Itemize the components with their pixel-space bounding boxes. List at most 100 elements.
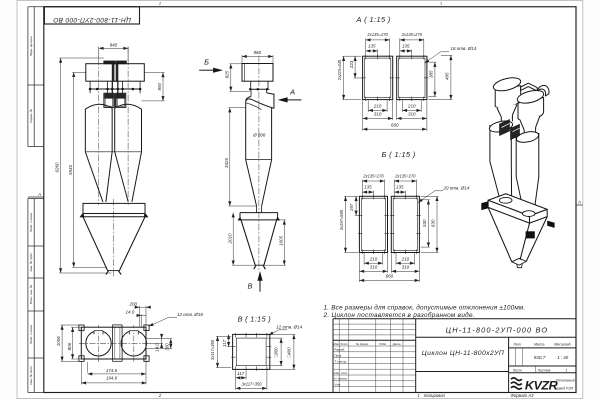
svg-text:Справ. №: Справ. № [29,108,33,123]
svg-text:А: А [289,87,295,96]
svg-text:1. Все размеры для справок, до: 1. Все размеры для справок, допустимые о… [324,304,526,312]
svg-text:Ø 808: Ø 808 [252,133,266,138]
svg-text:135: 135 [402,44,410,49]
svg-text:197: 197 [349,203,354,211]
svg-text:630: 630 [431,219,436,227]
svg-text:ЦН-11-800-2УП-000 ВО: ЦН-11-800-2УП-000 ВО [53,16,131,23]
svg-text:□300: □300 [274,347,279,358]
svg-text:3х117=350: 3х117=350 [210,339,215,360]
svg-text:310: 310 [402,265,410,270]
svg-text:6260: 6260 [55,162,60,173]
svg-text:А: А [37,192,41,197]
svg-text:3425: 3425 [224,157,229,168]
svg-text:310: 310 [370,265,378,270]
svg-text:530: 530 [422,219,427,227]
svg-text:2х135=270: 2х135=270 [366,32,388,37]
svg-text:Инв. № дубл.: Инв. № дубл. [29,252,33,271]
svg-text:Копировал: Копировал [424,393,445,398]
svg-text:Масштаб: Масштаб [554,342,571,346]
svg-text:3х197=590: 3х197=590 [339,209,344,230]
svg-text:Лист: Лист [339,342,348,346]
svg-text:135: 135 [368,44,376,49]
svg-text:210: 210 [373,104,382,109]
svg-text:660: 660 [386,274,394,279]
svg-text:310: 310 [408,112,416,117]
svg-text:Изм: Изм [334,342,339,346]
svg-text:960: 960 [254,50,262,55]
svg-text:2: 2 [158,393,162,398]
svg-text:Подп.: Подп. [379,342,387,346]
svg-text:16 отв. Ø14: 16 отв. Ø14 [451,46,477,51]
svg-text:14.0: 14.0 [126,310,135,315]
svg-text:117: 117 [222,339,227,347]
svg-text:А: А [577,200,581,205]
svg-text:□400: □400 [286,347,291,358]
svg-text:1 : 40: 1 : 40 [557,355,569,360]
svg-text:Б ( 1:15 ): Б ( 1:15 ) [382,150,416,159]
svg-text:Подп. и дата: Подп. и дата [29,325,33,345]
svg-text:940: 940 [110,42,118,47]
svg-text:210: 210 [369,256,378,261]
svg-text:2х135=270: 2х135=270 [362,173,384,178]
svg-text:825: 825 [225,70,230,78]
svg-text:14.0: 14.0 [155,343,160,352]
svg-text:1605: 1605 [278,235,283,246]
svg-text:завод РЭП: завод РЭП [555,386,573,390]
svg-text:Подп. и дата: Подп. и дата [29,213,33,233]
svg-text:135: 135 [396,185,404,190]
svg-text:2х135=270: 2х135=270 [401,32,423,37]
svg-text:300: 300 [165,343,170,351]
svg-text:1006: 1006 [56,336,61,347]
svg-text:806: 806 [67,342,72,350]
svg-text:12 отв. Ø14: 12 отв. Ø14 [276,324,302,329]
svg-text:№ докум.: № докум. [356,342,369,346]
svg-text:2010: 2010 [227,233,232,245]
svg-text:174.6: 174.6 [106,368,118,373]
svg-text:850: 850 [157,82,162,90]
svg-text:1: 1 [440,2,442,6]
svg-text:Утв.: Утв. [334,383,341,387]
svg-text:Н. контр.: Н. контр. [334,377,348,381]
svg-text:1: 1 [566,368,568,372]
svg-text:Циклон ЦН-11-800х2УП: Циклон ЦН-11-800х2УП [422,350,504,357]
svg-text:ЦН-11-800-2УП-000 ВО: ЦН-11-800-2УП-000 ВО [446,325,549,334]
svg-text:2: 2 [158,2,162,6]
svg-text:660: 660 [391,122,399,127]
svg-text:Масса: Масса [534,342,544,346]
svg-text:930,7: 930,7 [534,355,546,360]
svg-text:310: 310 [374,112,382,117]
svg-text:210: 210 [401,256,410,261]
svg-text:KVZR: KVZR [525,379,558,393]
svg-text:В: В [248,282,253,291]
svg-text:Нач. отд.: Нач. отд. [334,371,348,375]
svg-text:194.6: 194.6 [106,376,118,381]
svg-text:385: 385 [428,70,433,78]
svg-text:А ( 1:15 ): А ( 1:15 ) [355,15,390,24]
svg-text:Лист: Лист [512,368,522,372]
svg-text:1: 1 [417,393,419,398]
svg-text:12 отв. Ø18: 12 отв. Ø18 [177,312,203,317]
svg-text:Б: Б [204,58,209,67]
svg-text:2х223=445: 2х223=445 [337,59,342,81]
svg-text:Перв. примен.: Перв. примен. [29,36,33,57]
svg-text:2. Циклон поставляется в разоб: 2. Циклон поставляется в разобранном вид… [323,311,475,319]
svg-text:200: 200 [128,301,137,306]
svg-text:Взам. инв. №: Взам. инв. № [29,284,33,304]
svg-text:Листов: Листов [537,368,551,372]
svg-text:20 отв. Ø14: 20 отв. Ø14 [443,185,470,190]
svg-text:Формат А3: Формат А3 [511,393,535,398]
svg-text:3х117=350: 3х117=350 [241,382,262,387]
svg-text:495: 495 [444,72,449,80]
svg-text:Котельный: Котельный [556,378,575,382]
svg-text:Пров.: Пров. [334,354,342,358]
svg-text:Лит: Лит [513,342,521,346]
svg-text:210: 210 [407,104,416,109]
svg-text:В ( 1:15 ): В ( 1:15 ) [238,314,272,323]
svg-text:2х135=270: 2х135=270 [394,173,416,178]
svg-text:5945: 5945 [68,164,73,175]
svg-text:117: 117 [237,371,245,376]
svg-text:Инв. № подл.: Инв. № подл. [29,365,33,384]
svg-text:135: 135 [364,185,372,190]
svg-text:223: 223 [349,60,354,69]
svg-text:Т. контр.: Т. контр. [334,359,347,363]
